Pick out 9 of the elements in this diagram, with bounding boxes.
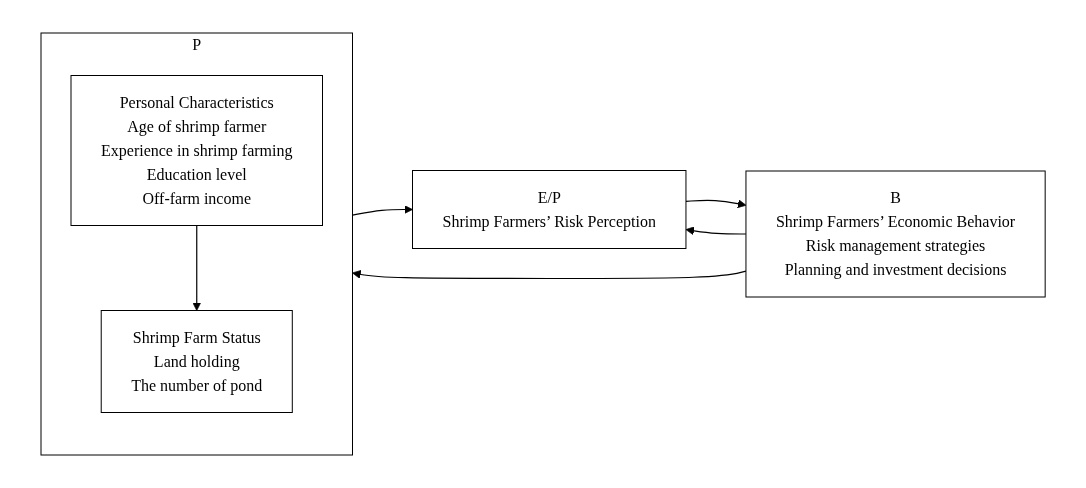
node-box: B Shrimp Farmers’ Economic Behavior Risk management strategies Planning and investment decisions (745, 170, 1046, 298)
arrow (352, 270, 747, 280)
arrow (192, 224, 202, 311)
arrow (685, 199, 747, 209)
node-box: Personal Characteristics Age of shrimp farmer Experience in shrimp farming Education level Off-farm income (70, 75, 323, 226)
arrow (351, 205, 413, 216)
arrow (685, 226, 747, 236)
node-box: E/P Shrimp Farmers’ Risk Perception (411, 170, 687, 249)
node-box: Shrimp Farm Status Land holding The number of pond (100, 310, 293, 413)
